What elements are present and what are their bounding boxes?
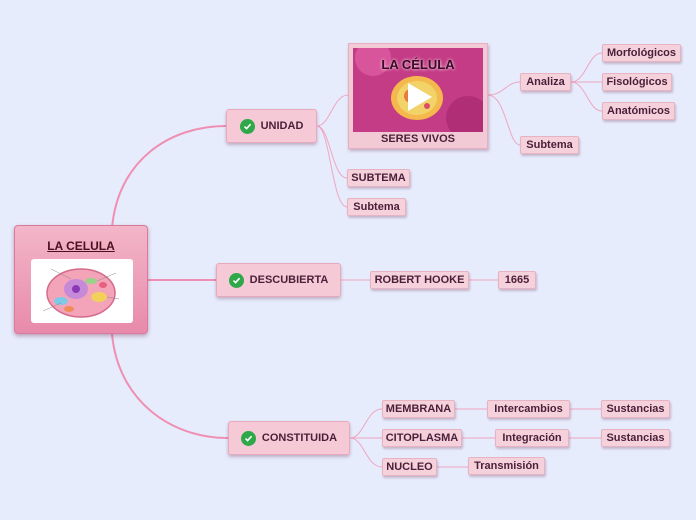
root-node[interactable]: LA CELULA <box>14 225 148 334</box>
topic-subtema-caps[interactable]: SUBTEMA <box>347 169 410 187</box>
topic-subtema-unidad[interactable]: Subtema <box>347 198 406 216</box>
topic-sustancias-1[interactable]: Sustancias <box>601 400 670 418</box>
play-icon[interactable] <box>401 80 435 114</box>
video-thumbnail[interactable]: LA CÉLULA <box>353 48 483 132</box>
topic-morfologicos-label: Morfológicos <box>606 47 677 59</box>
video-label: SERES VIVOS <box>381 133 455 145</box>
topic-transmision[interactable]: Transmisión <box>468 457 545 475</box>
topic-citoplasma-label: CITOPLASMA <box>385 432 459 444</box>
branch-descubierta-label: DESCUBIERTA <box>249 274 329 286</box>
topic-subtema-caps-label: SUBTEMA <box>351 172 406 184</box>
topic-subtema-label: Subtema <box>353 201 400 213</box>
branch-constituida[interactable]: CONSTITUIDA <box>228 421 350 455</box>
branch-constituida-label: CONSTITUIDA <box>261 432 338 444</box>
topic-integracion-label: Integración <box>502 432 562 444</box>
topic-1665-label: 1665 <box>504 274 530 286</box>
topic-subtema-label: Subtema <box>526 139 573 151</box>
topic-intercambios-label: Intercambios <box>494 403 563 415</box>
topic-subtema-analiza[interactable]: Subtema <box>520 136 579 154</box>
topic-robert-hooke[interactable]: ROBERT HOOKE <box>370 271 469 289</box>
topic-anatomicos-label: Anatómicos <box>607 105 670 117</box>
topic-sustancias-label: Sustancias <box>606 432 665 444</box>
branch-unidad-label: UNIDAD <box>260 120 304 132</box>
branch-descubierta[interactable]: DESCUBIERTA <box>216 263 341 297</box>
check-icon <box>228 272 244 288</box>
video-node[interactable]: LA CÉLULA SERES VIVOS <box>348 43 488 149</box>
check-icon <box>240 430 256 446</box>
topic-membrana[interactable]: MEMBRANA <box>382 400 455 418</box>
topic-fisologicos-label: Fisológicos <box>606 76 668 88</box>
topic-1665[interactable]: 1665 <box>498 271 536 289</box>
topic-analiza[interactable]: Analiza <box>520 73 571 91</box>
root-title: LA CELULA <box>47 239 115 253</box>
topic-sustancias-2[interactable]: Sustancias <box>601 429 670 447</box>
topic-nucleo[interactable]: NUCLEO <box>382 458 437 476</box>
topic-analiza-label: Analiza <box>526 76 565 88</box>
topic-morfologicos[interactable]: Morfológicos <box>602 44 681 62</box>
topic-citoplasma[interactable]: CITOPLASMA <box>382 429 462 447</box>
topic-sustancias-label: Sustancias <box>606 403 665 415</box>
branch-unidad[interactable]: UNIDAD <box>226 109 317 143</box>
topic-anatomicos[interactable]: Anatómicos <box>602 102 675 120</box>
topic-membrana-label: MEMBRANA <box>385 403 452 415</box>
topic-robert-hooke-label: ROBERT HOOKE <box>374 274 465 286</box>
topic-integracion[interactable]: Integración <box>495 429 569 447</box>
check-icon <box>239 118 255 134</box>
video-title: LA CÉLULA <box>381 57 455 72</box>
topic-intercambios[interactable]: Intercambios <box>487 400 570 418</box>
cell-illustration <box>31 259 133 323</box>
topic-fisologicos[interactable]: Fisológicos <box>602 73 672 91</box>
topic-nucleo-label: NUCLEO <box>386 461 433 473</box>
topic-transmision-label: Transmisión <box>474 460 539 472</box>
